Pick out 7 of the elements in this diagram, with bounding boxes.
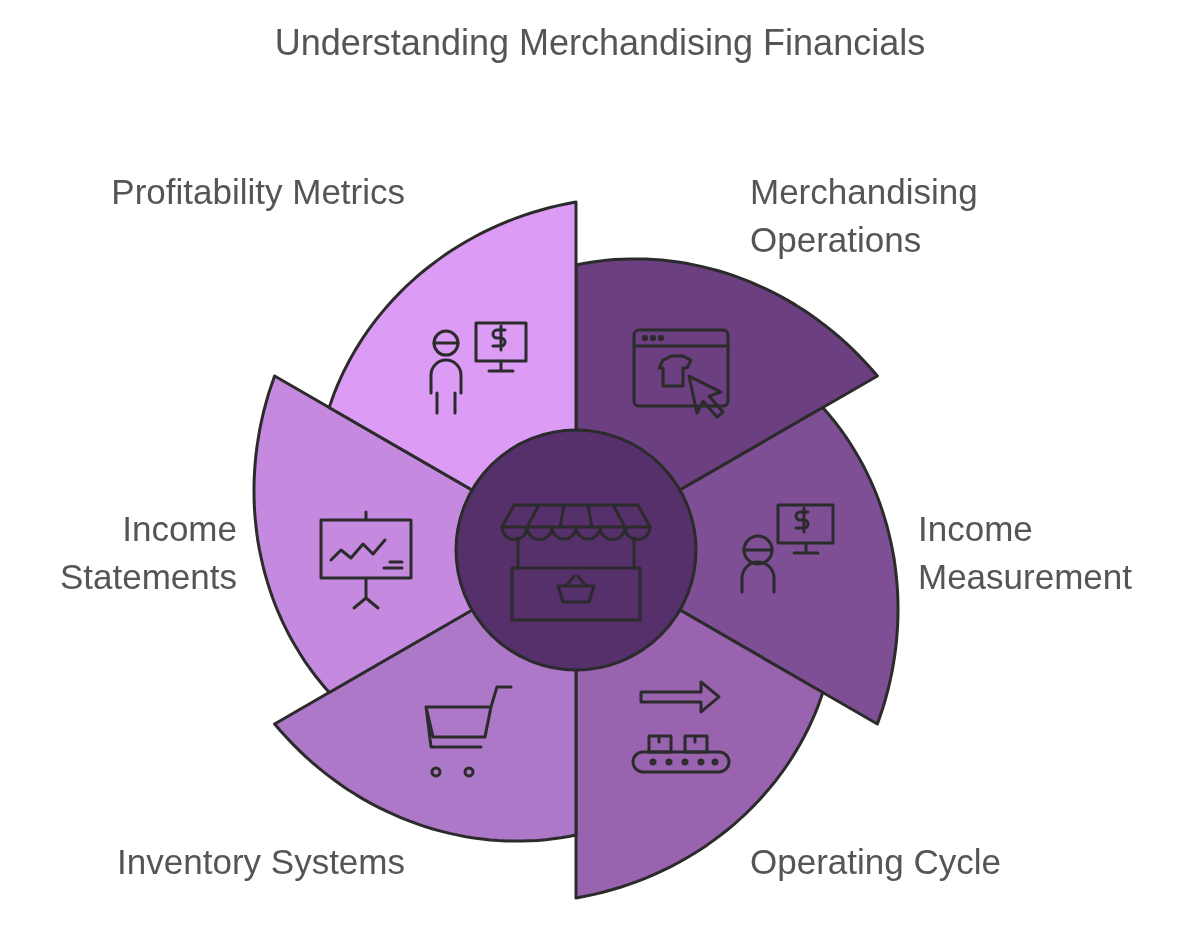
segment-label: Operating Cycle — [750, 841, 1002, 883]
segment-label: Income Statements — [58, 508, 237, 598]
segment-label: Profitability Metrics — [110, 171, 405, 213]
segment-label: Income Measurement — [918, 508, 1133, 598]
segment-label: Merchandising Operations — [750, 171, 979, 261]
segment-label: Inventory Systems — [116, 841, 405, 883]
title: Understanding Merchandising Financials — [273, 22, 927, 64]
